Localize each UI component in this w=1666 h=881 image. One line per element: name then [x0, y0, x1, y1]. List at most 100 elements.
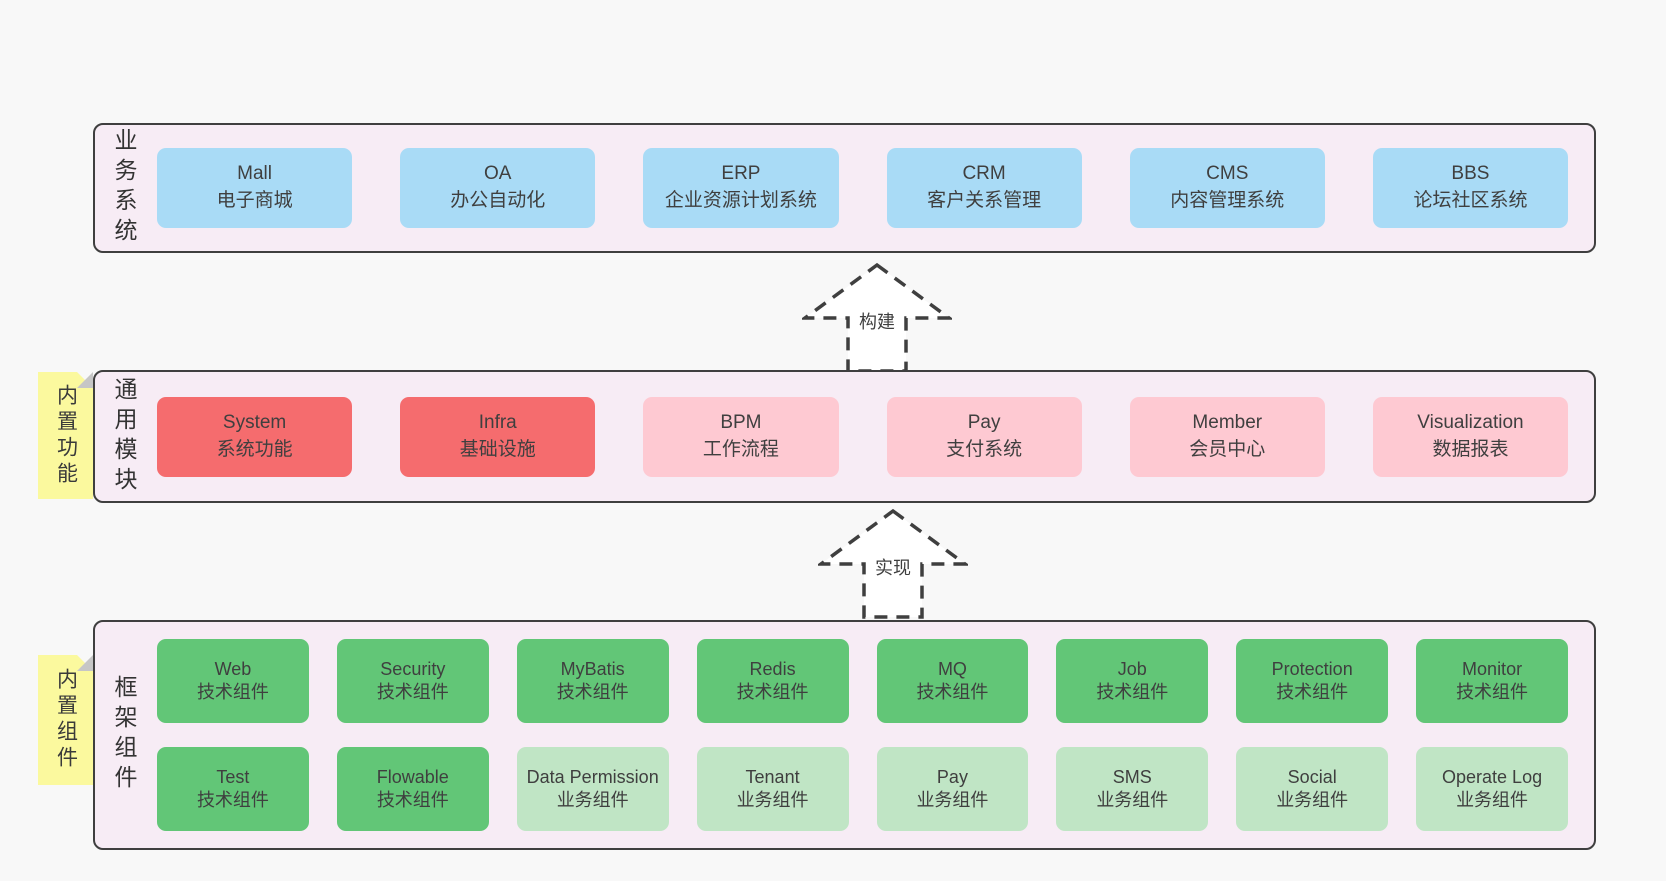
sticky-note-built-in-components: 内置组件	[38, 655, 93, 785]
box-system: System 系统功能	[157, 396, 353, 477]
box-security: Security 技术组件	[336, 639, 489, 723]
box-test: Test 技术组件	[157, 747, 309, 831]
box-title: Protection	[1271, 658, 1353, 679]
box-member: Member 会员中心	[1129, 396, 1325, 477]
box-subtitle: 工作流程	[702, 438, 779, 460]
box-subtitle: 支付系统	[946, 438, 1023, 460]
box-cms: CMS 内容管理系统	[1129, 148, 1325, 228]
box-sms: SMS 业务组件	[1056, 747, 1209, 831]
box-title: Operate Log	[1442, 766, 1543, 787]
box-pay: Pay 业务组件	[876, 747, 1029, 831]
box-mall: Mall 电子商城	[157, 148, 353, 228]
box-infra: Infra 基础设施	[400, 396, 596, 477]
box-protection: Protection 技术组件	[1236, 639, 1389, 723]
box-title: BPM	[720, 411, 762, 433]
box-title: Mall	[237, 163, 272, 185]
box-monitor: Monitor 技术组件	[1416, 639, 1568, 723]
box-title: OA	[484, 163, 512, 185]
box-subtitle: 技术组件	[376, 682, 449, 702]
sticky-note-built-in-features: 内置功能	[38, 372, 93, 499]
box-title: Tenant	[745, 766, 800, 787]
box-subtitle: 技术组件	[376, 790, 449, 810]
box-title: SMS	[1112, 766, 1152, 787]
box-title: Member	[1192, 411, 1263, 433]
box-subtitle: 业务组件	[1096, 790, 1169, 810]
box-subtitle: 业务组件	[1456, 790, 1529, 810]
box-subtitle: 基础设施	[459, 438, 536, 460]
box-title: MyBatis	[560, 658, 625, 679]
box-erp: ERP 企业资源计划系统	[643, 148, 839, 228]
box-bpm: BPM 工作流程	[643, 396, 839, 477]
box-subtitle: 电子商城	[216, 190, 293, 211]
box-title: Pay	[936, 766, 968, 787]
box-title: Test	[216, 766, 250, 787]
box-visualization: Visualization 数据报表	[1372, 396, 1569, 477]
box-subtitle: 技术组件	[916, 682, 989, 702]
box-subtitle: 技术组件	[736, 682, 809, 702]
implement-arrow-label: 实现	[875, 558, 911, 578]
box-title: ERP	[721, 163, 761, 185]
box-pay: Pay 支付系统	[886, 396, 1082, 477]
band-title-common-modules: 通用模块	[111, 376, 137, 497]
box-subtitle: 系统功能	[216, 438, 293, 460]
box-subtitle: 技术组件	[1096, 682, 1169, 702]
box-subtitle: 数据报表	[1432, 438, 1509, 460]
box-tenant: Tenant 业务组件	[696, 747, 849, 831]
band-common-modules: 通用模块 System 系统功能 Infra 基础设施 BPM 工作流程 Pay 支付系统 Me…	[93, 370, 1596, 503]
business-systems-boxes: Mall 电子商城 OA 办公自动化 ERP 企业资源计划系统 CRM 客户关系管理 CMS 内容…	[153, 125, 1594, 251]
box-title: Job	[1117, 658, 1147, 679]
box-subtitle: 业务组件	[1276, 790, 1349, 810]
common-modules-boxes: System 系统功能 Infra 基础设施 BPM 工作流程 Pay 支付系统 Member 会…	[153, 372, 1594, 501]
box-subtitle: 论坛社区系统	[1413, 190, 1528, 211]
box-title: Security	[380, 658, 446, 679]
box-subtitle: 技术组件	[1276, 682, 1349, 702]
box-operate-log: Operate Log 业务组件	[1416, 747, 1568, 831]
box-title: Social	[1287, 766, 1337, 787]
box-title: Web	[214, 658, 252, 679]
band-title-business-systems: 业务系统	[111, 128, 137, 248]
box-title: CMS	[1206, 163, 1249, 185]
box-subtitle: 会员中心	[1189, 438, 1266, 460]
box-title: Visualization	[1417, 411, 1524, 433]
build-arrow: 构建	[802, 262, 952, 374]
box-subtitle: 技术组件	[196, 790, 269, 810]
box-subtitle: 技术组件	[556, 682, 629, 702]
box-social: Social 业务组件	[1236, 747, 1389, 831]
sticky-note-built-in-features-label: 内置功能	[54, 383, 78, 488]
box-redis: Redis 技术组件	[696, 639, 849, 723]
box-subtitle: 业务组件	[736, 790, 809, 810]
box-title: CRM	[962, 163, 1006, 185]
box-subtitle: 业务组件	[556, 790, 629, 810]
box-bbs: BBS 论坛社区系统	[1372, 148, 1569, 228]
band-business-systems: 业务系统 Mall 电子商城 OA 办公自动化 ERP 企业资源计划系统 CRM 客户关系管理…	[93, 123, 1596, 253]
box-title: BBS	[1451, 163, 1490, 185]
box-subtitle: 内容管理系统	[1170, 190, 1285, 211]
box-oa: OA 办公自动化	[400, 148, 596, 228]
implement-arrow: 实现	[818, 508, 968, 620]
box-subtitle: 业务组件	[916, 790, 989, 810]
box-crm: CRM 客户关系管理	[886, 148, 1082, 228]
box-title: Monitor	[1462, 658, 1523, 679]
box-subtitle: 技术组件	[196, 682, 269, 702]
box-data-permission: Data Permission 业务组件	[516, 747, 669, 831]
box-subtitle: 客户关系管理	[927, 190, 1042, 211]
box-subtitle: 办公自动化	[450, 190, 546, 211]
build-arrow-label: 构建	[859, 312, 895, 332]
box-job: Job 技术组件	[1056, 639, 1209, 723]
box-title: MQ	[937, 658, 967, 679]
up-arrow-icon	[802, 262, 952, 373]
box-title: Pay	[967, 411, 1001, 433]
up-arrow-icon	[818, 508, 968, 619]
box-title: Redis	[749, 658, 796, 679]
box-title: Data Permission	[526, 766, 659, 787]
sticky-note-built-in-components-label: 内置组件	[54, 668, 78, 772]
band-title-framework-components: 框架组件	[111, 675, 137, 795]
box-subtitle: 企业资源计划系统	[664, 190, 817, 211]
box-web: Web 技术组件	[157, 639, 309, 723]
box-title: System	[222, 411, 287, 433]
box-subtitle: 技术组件	[1456, 682, 1529, 702]
box-title: Infra	[478, 411, 517, 433]
